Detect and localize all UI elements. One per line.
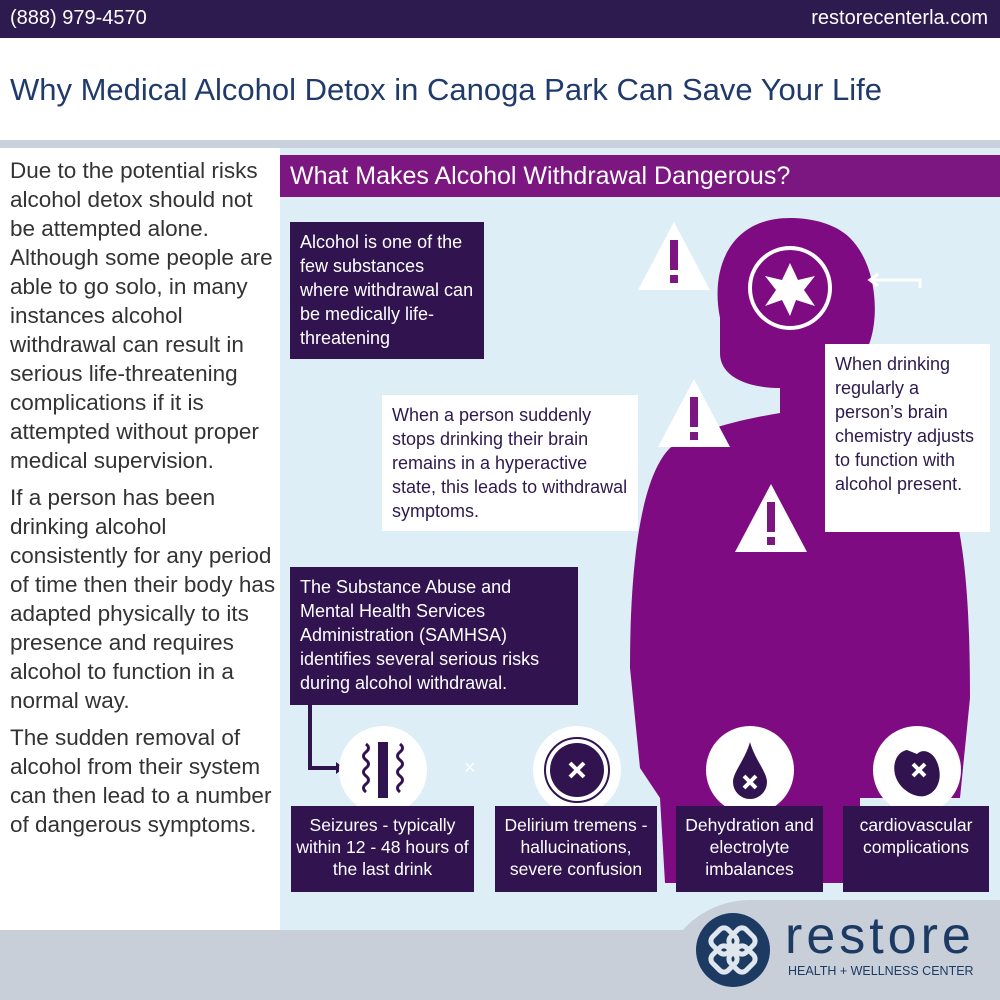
website-link[interactable]: restorecenterla.com — [811, 7, 988, 29]
risk-delirium-tremens: Delirium tremens - hallucinations, sever… — [495, 806, 657, 892]
logo-name: restore — [785, 907, 975, 965]
info-box-brain-chemistry: When drinking regularly a person’s brain… — [825, 344, 990, 532]
info-box-hyperactive: When a person suddenly stops drinking th… — [382, 395, 638, 531]
paragraph: Due to the potential risks alcohol detox… — [10, 158, 273, 473]
paragraph: If a person has been drinking alcohol co… — [10, 485, 276, 713]
delirium-icon — [533, 726, 621, 814]
intro-text: Due to the potential risks alcohol detox… — [10, 156, 278, 847]
top-bar: (888) 979-4570 restorecenterla.com — [0, 0, 1000, 38]
arrow-icon — [870, 278, 922, 288]
info-box-alcohol: Alcohol is one of the few substances whe… — [290, 222, 484, 359]
warning-icon — [638, 222, 710, 290]
logo-tagline: HEALTH + WELLNESS CENTER — [788, 964, 974, 978]
divider — [0, 140, 1000, 148]
brain-burst-icon — [748, 246, 832, 330]
paragraph: The sudden removal of alcohol from their… — [10, 725, 272, 837]
arrow-icon — [308, 693, 336, 770]
info-box-samhsa: The Substance Abuse and Mental Health Se… — [290, 567, 578, 705]
panel-heading: What Makes Alcohol Withdrawal Dangerous? — [280, 155, 1000, 197]
logo-mark-icon — [696, 913, 770, 987]
page-title: Why Medical Alcohol Detox in Canoga Park… — [10, 72, 882, 107]
seizure-icon — [339, 726, 427, 814]
restore-logo[interactable]: restore HEALTH + WELLNESS CENTER — [660, 900, 1000, 1000]
warning-icon — [735, 484, 807, 552]
x-icon: × — [464, 757, 476, 779]
risk-cardiovascular: cardiovascular complications — [843, 806, 989, 892]
phone-number[interactable]: (888) 979-4570 — [10, 7, 147, 29]
heart-icon — [873, 726, 961, 814]
risk-dehydration: Dehydration and electrolyte imbalances — [676, 806, 823, 892]
warning-icon — [658, 379, 730, 447]
water-drop-icon — [706, 726, 794, 814]
risk-seizures: Seizures - typically within 12 - 48 hour… — [291, 806, 474, 892]
